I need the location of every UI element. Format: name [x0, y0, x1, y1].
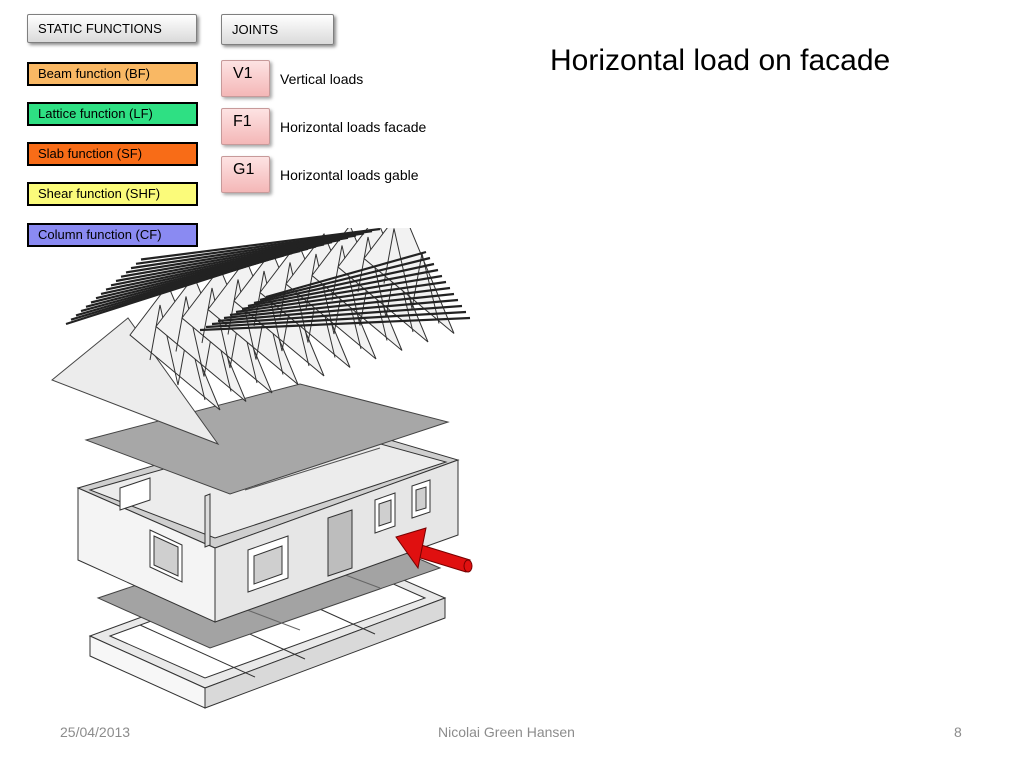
gable-panel [51, 317, 220, 446]
static-functions-header: STATIC FUNCTIONS [27, 14, 197, 43]
roof-batten [259, 256, 431, 302]
joint-label-horizontal-loads-facade: Horizontal loads facade [280, 119, 427, 135]
attic-slab [84, 383, 450, 495]
roof-batten [205, 310, 467, 329]
joint-code-v1: V1 [221, 60, 270, 97]
legend-column-function: Column function (CF) [27, 223, 198, 247]
joint-code-g1: G1 [221, 156, 270, 193]
footer-date: 25/04/2013 [60, 724, 131, 740]
footer-page-number: 8 [954, 724, 962, 740]
slide-title: Horizontal load on facade [550, 44, 891, 77]
roof-battens [65, 228, 471, 332]
joints-header: JOINTS [221, 14, 334, 45]
joint-label-horizontal-loads-gable: Horizontal loads gable [280, 167, 419, 183]
roof-batten [253, 262, 435, 305]
roof-batten [125, 234, 357, 274]
roof-batten [120, 236, 349, 278]
roof-batten [235, 280, 447, 314]
roof-batten [265, 250, 427, 299]
roof-batten [229, 286, 451, 317]
roof-batten [199, 316, 471, 332]
horizontal-load-arrow [395, 527, 473, 573]
exploded-house-illustration [51, 228, 473, 709]
joint-code-f1: F1 [221, 108, 270, 145]
legend-shear-function: Shear function (SHF) [27, 182, 198, 206]
roof-batten [223, 292, 455, 320]
roof-batten [140, 228, 381, 261]
footer-author: Nicolai Green Hansen [438, 724, 575, 740]
legend-lattice-function: Lattice function (LF) [27, 102, 198, 126]
roof-batten [241, 274, 443, 311]
roof-batten [115, 238, 341, 283]
roof-batten [130, 232, 365, 270]
roof-batten [135, 230, 373, 265]
roof-batten [247, 268, 439, 308]
roof-batten [211, 304, 463, 326]
joint-label-vertical-loads: Vertical loads [280, 71, 364, 87]
legend-slab-function: Slab function (SF) [27, 142, 198, 166]
legend-beam-function: Beam function (BF) [27, 62, 198, 86]
roof-batten [110, 241, 333, 287]
roof-batten [217, 298, 459, 323]
